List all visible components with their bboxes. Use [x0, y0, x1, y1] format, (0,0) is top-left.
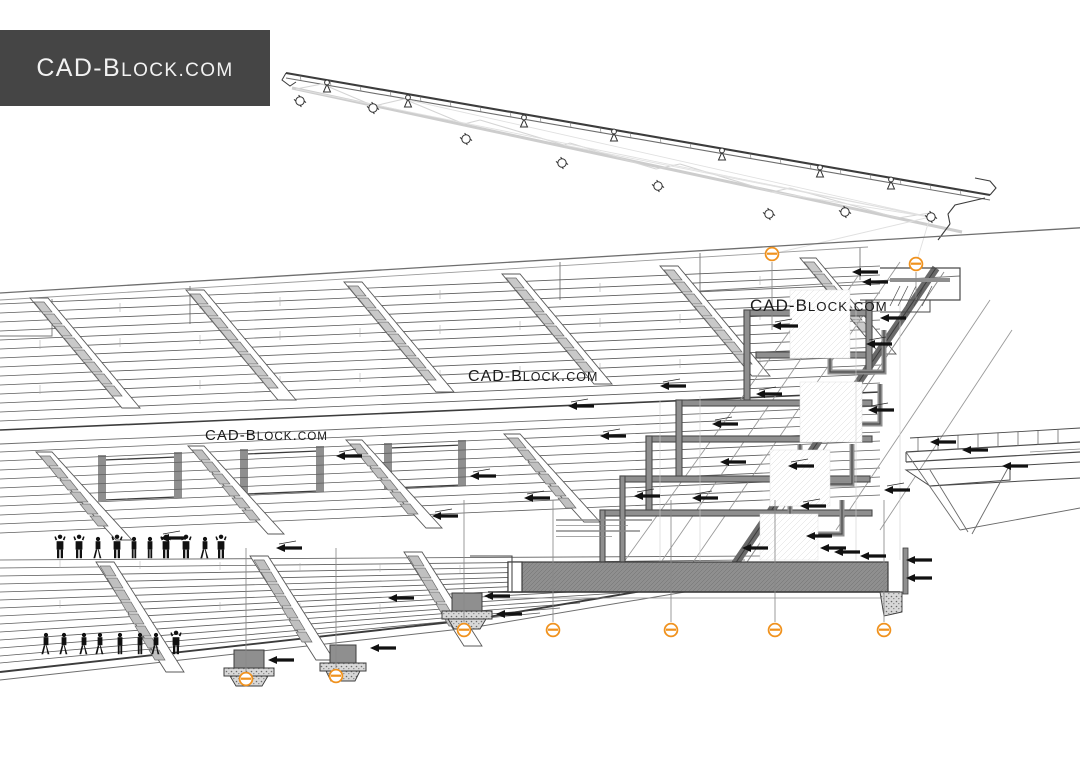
note-block: [556, 519, 652, 541]
note-line: [556, 535, 612, 538]
grid-bubbles: [238, 246, 924, 687]
ground-level-slab: [470, 555, 900, 599]
note-line: [556, 524, 628, 527]
vomitory-level: [0, 391, 881, 559]
note-line: [556, 519, 652, 521]
annotation-tags: [160, 268, 1028, 664]
exterior-ramp: [904, 427, 1080, 535]
watermark-logo-box: CAD-BLOCK.COM: [0, 30, 270, 106]
watermark-logo-text: CAD-BLOCK.COM: [36, 53, 234, 82]
note-line: [556, 530, 640, 532]
roof-truss-group: [281, 71, 997, 265]
grid-lines: [245, 262, 917, 672]
spectator-figures: [54, 534, 227, 559]
structural-frame: [599, 261, 1013, 591]
